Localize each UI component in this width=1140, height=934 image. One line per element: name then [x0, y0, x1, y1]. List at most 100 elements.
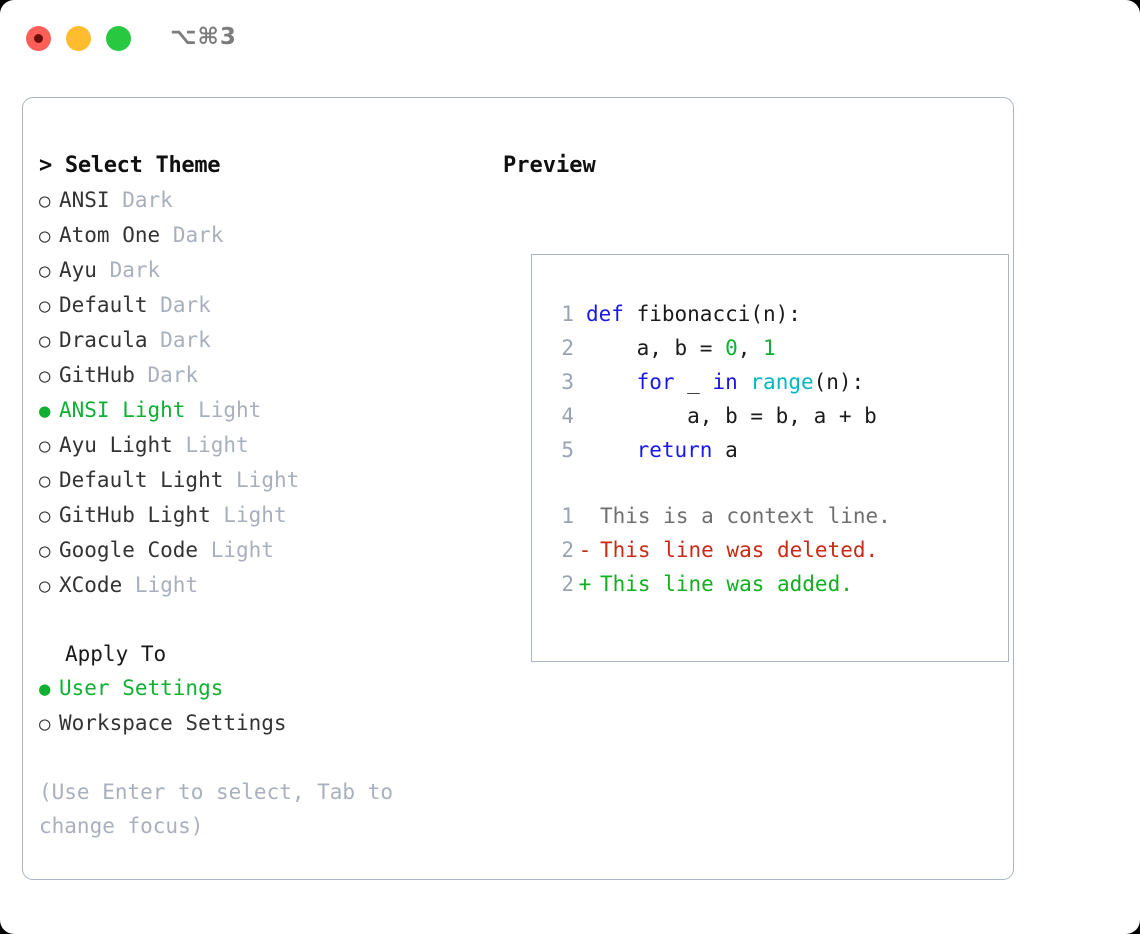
theme-kind-badge: Dark [160, 328, 211, 352]
close-button[interactable] [26, 26, 51, 51]
radio-unselected-icon: ○ [39, 190, 51, 212]
code-text: a, b = 0, 1 [574, 331, 776, 365]
theme-name: ANSI Light [59, 398, 186, 422]
apply-to-option-label: User Settings [59, 676, 224, 700]
spacer [160, 218, 173, 252]
radio-selected-icon: ● [39, 678, 51, 700]
theme-name: Ayu [59, 258, 97, 282]
theme-item[interactable]: ○XCode Light [39, 568, 489, 603]
theme-item[interactable]: ○Dracula Dark [39, 323, 489, 358]
code-line: 2 a, b = 0, 1 [552, 331, 877, 365]
radio-unselected-icon: ○ [39, 713, 51, 735]
theme-kind-badge: Dark [160, 293, 211, 317]
theme-name: Atom One [59, 223, 161, 247]
theme-item[interactable]: ○ Default Dark [39, 288, 489, 323]
code-token: _ [674, 370, 713, 394]
code-token: for [636, 370, 675, 394]
theme-list: ○ANSI Dark○Atom One Dark○Ayu Dark○Defaul… [39, 183, 489, 603]
code-token: return [636, 438, 713, 462]
diff-line: 1 This is a context line. [552, 499, 890, 533]
theme-kind-badge: Dark [147, 363, 199, 387]
minimize-button[interactable] [66, 26, 91, 51]
theme-name: GitHub [59, 363, 135, 387]
code-token [738, 370, 751, 394]
radio-unselected-icon: ○ [39, 435, 51, 457]
apply-to-label: Apply To [65, 642, 167, 666]
record-indicator-icon [34, 34, 43, 43]
line-number: 1 [561, 504, 574, 528]
spacer [211, 498, 224, 532]
code-token: in [712, 370, 738, 394]
radio-unselected-icon: ○ [39, 330, 51, 352]
apply-to-option[interactable]: ● User Settings [39, 671, 489, 706]
code-token: , [737, 336, 764, 360]
code-token: 0 [725, 336, 738, 360]
theme-item[interactable]: ○Default Light Light [39, 463, 489, 498]
apply-to-list: ● User Settings ○Workspace Settings [39, 671, 489, 741]
code-text: a, b = b, a + b [574, 399, 877, 433]
apply-to-option[interactable]: ○Workspace Settings [39, 706, 489, 741]
code-token: a, b = [586, 336, 726, 360]
diff-text: This line was added. [600, 572, 853, 596]
theme-item[interactable]: ○GitHub Dark [39, 358, 489, 393]
main-panel: > Select Theme ○ANSI Dark○Atom One Dark○… [22, 97, 1014, 880]
diff-sample: 1 This is a context line.2-This line was… [552, 499, 891, 601]
theme-kind-badge: Dark [109, 258, 161, 282]
window-titlebar: ⌥⌘3 [0, 0, 1140, 76]
code-token: a, b = b, a + b [586, 404, 877, 428]
diff-marker [574, 499, 596, 533]
line-number: 4 [561, 404, 574, 428]
theme-kind-badge: Light [198, 398, 262, 422]
diff-line: 2+ This line was added. [552, 567, 891, 601]
spacer [173, 428, 186, 462]
spacer [97, 253, 110, 287]
theme-item[interactable]: ○Ayu Light Light [39, 428, 489, 463]
code-token: range [750, 370, 814, 394]
code-token: (n): [813, 370, 865, 394]
code-token [586, 438, 637, 462]
code-token: a [712, 438, 738, 462]
theme-name: GitHub Light [59, 503, 211, 527]
theme-item[interactable]: ○Atom One Dark [39, 218, 489, 253]
radio-unselected-icon: ○ [39, 540, 51, 562]
diff-marker: + [578, 572, 592, 596]
code-token: fibonacci(n): [623, 302, 801, 326]
theme-item[interactable]: ○Google Code Light [39, 533, 489, 568]
theme-name: Default [59, 293, 148, 317]
theme-kind-badge: Light [210, 538, 274, 562]
preview-header: Preview [503, 153, 596, 178]
radio-unselected-icon: ○ [39, 470, 51, 492]
radio-unselected-icon: ○ [39, 225, 51, 247]
theme-kind-badge: Light [223, 503, 287, 527]
theme-kind-badge: Light [236, 468, 300, 492]
code-line: 5 return a [552, 433, 877, 467]
keyboard-hint: (Use Enter to select, Tab to change focu… [39, 780, 406, 838]
theme-name: XCode [59, 573, 123, 597]
code-text: for _ in range(n): [574, 365, 865, 399]
line-number: 2 [561, 572, 574, 596]
maximize-button[interactable] [106, 26, 131, 51]
select-theme-header: > Select Theme [39, 153, 221, 178]
code-text: def fibonacci(n): [574, 297, 801, 331]
window-title: ⌥⌘3 [170, 24, 237, 50]
theme-name: ANSI [59, 188, 110, 212]
spacer [223, 463, 236, 497]
line-number: 3 [561, 370, 574, 394]
theme-item[interactable]: ○Ayu Dark [39, 253, 489, 288]
theme-kind-badge: Dark [122, 188, 173, 212]
theme-item[interactable]: ○ ANSI Dark [39, 183, 489, 218]
theme-item[interactable]: ○ GitHub Light Light [39, 498, 489, 533]
theme-kind-badge: Light [185, 433, 249, 457]
line-number: 2 [561, 538, 574, 562]
code-token: 1 [763, 336, 776, 360]
theme-item[interactable]: ●ANSI Light Light [39, 393, 489, 428]
radio-unselected-icon: ○ [39, 295, 51, 317]
radio-unselected-icon: ○ [39, 505, 51, 527]
spacer [110, 183, 123, 217]
code-sample: 1 def fibonacci(n):2 a, b = 0, 1 3 for _ i… [552, 297, 877, 467]
line-number: 5 [561, 438, 574, 462]
spacer [135, 358, 148, 392]
